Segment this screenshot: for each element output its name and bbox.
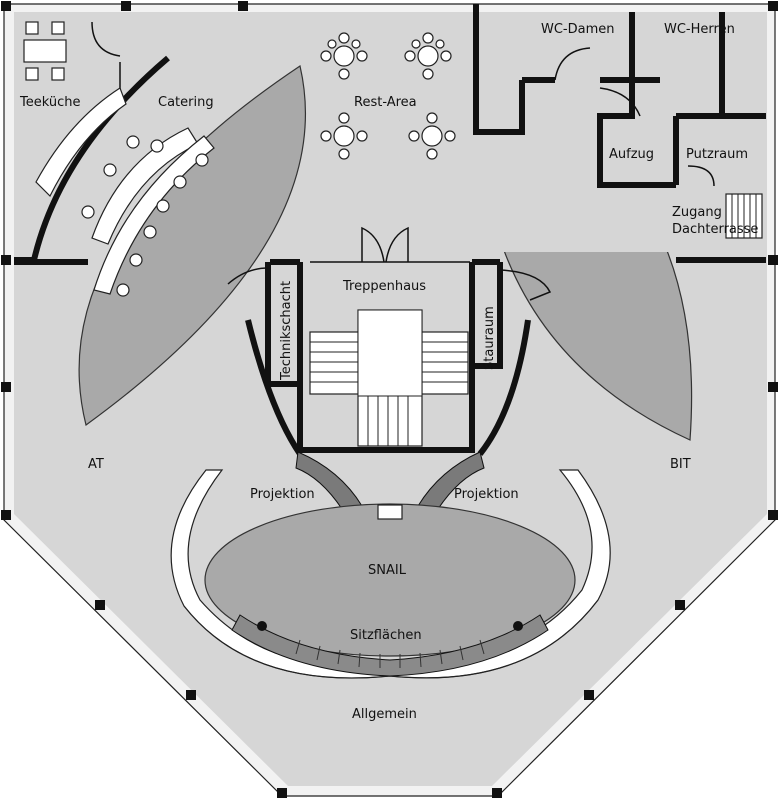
teekueche-area xyxy=(14,21,170,265)
snail-area xyxy=(170,451,611,679)
label-sitzflaechen: Sitzflächen xyxy=(350,628,422,643)
label-putzraum: Putzraum xyxy=(686,147,748,162)
label-teekueche: Teeküche xyxy=(19,95,80,110)
label-projektion-left: Projektion xyxy=(250,487,315,502)
label-catering: Catering xyxy=(158,95,214,110)
label-treppenhaus: Treppenhaus xyxy=(342,279,426,294)
label-wc-herren: WC-Herren xyxy=(664,22,735,37)
room-labels: Teeküche Catering Rest-Area WC-Damen WC-… xyxy=(19,22,758,722)
label-wc-damen: WC-Damen xyxy=(541,22,615,37)
label-zugang: Zugang xyxy=(672,205,722,220)
label-bit: BIT xyxy=(670,457,691,472)
label-projektion-right: Projektion xyxy=(454,487,519,502)
label-rest-area: Rest-Area xyxy=(354,95,417,110)
label-allgemein: Allgemein xyxy=(352,707,417,722)
central-core xyxy=(227,226,552,456)
catering-counter xyxy=(81,127,215,297)
label-aufzug: Aufzug xyxy=(609,147,654,162)
label-stauraum: Stauraum xyxy=(482,306,497,370)
label-at: AT xyxy=(88,457,104,472)
catering-oval xyxy=(78,65,307,427)
label-technikschacht: Technikschacht xyxy=(279,281,294,381)
rest-area-tables xyxy=(320,32,456,160)
service-block xyxy=(473,4,766,263)
label-dachterrasse: Dachterrasse xyxy=(672,222,758,237)
label-snail: SNAIL xyxy=(368,563,407,578)
